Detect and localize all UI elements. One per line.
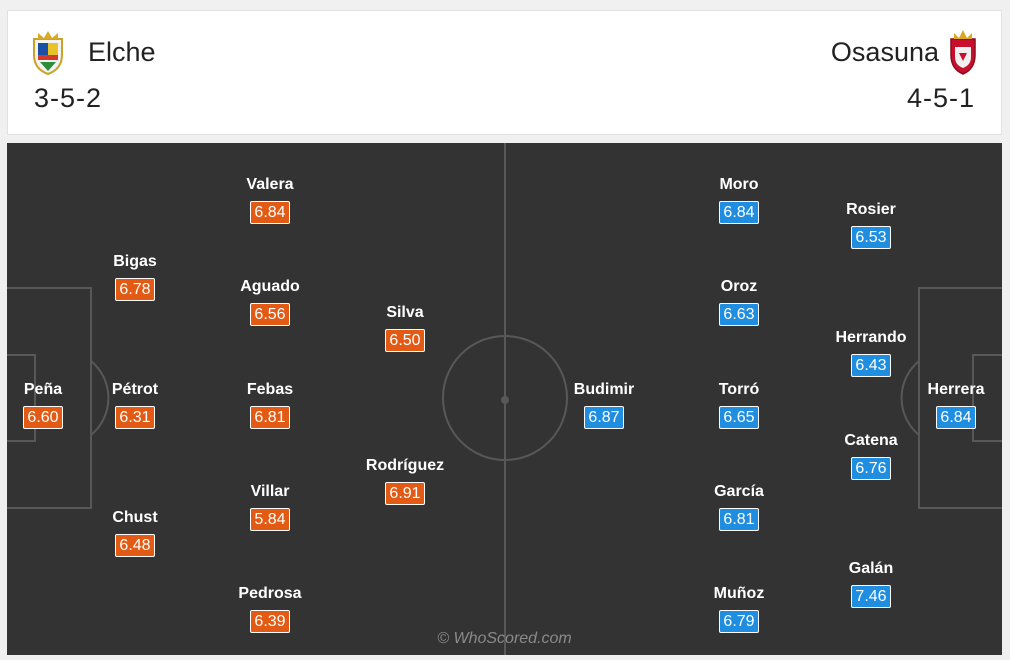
player-name: Pedrosa (238, 585, 302, 602)
player-name: Torró (718, 381, 760, 398)
home-player-petrot[interactable]: Pétrot 6.31 (80, 380, 190, 429)
player-name: García (714, 483, 764, 500)
player-name: Bigas (113, 253, 157, 270)
home-formation: 3-5-2 (34, 83, 103, 113)
player-rating: 6.84 (936, 406, 976, 429)
home-player-febas[interactable]: Febas 6.81 (215, 380, 325, 429)
home-player-villar[interactable]: Villar 5.84 (215, 482, 325, 531)
player-name: Galán (848, 560, 894, 577)
away-team-name[interactable]: Osasuna (830, 37, 939, 67)
player-name: Budimir (573, 381, 635, 398)
player-name: Aguado (240, 278, 300, 295)
away-player-herrando[interactable]: Herrando 6.43 (816, 328, 926, 377)
home-player-aguado[interactable]: Aguado 6.56 (215, 277, 325, 326)
player-rating: 6.87 (584, 406, 624, 429)
player-rating: 6.81 (250, 406, 290, 429)
home-player-rodriguez[interactable]: Rodríguez 6.91 (350, 456, 460, 505)
player-name: Chust (112, 509, 158, 526)
away-player-budimir[interactable]: Budimir 6.87 (549, 380, 659, 429)
player-rating: 6.39 (250, 610, 290, 633)
player-rating: 6.43 (851, 354, 891, 377)
home-player-silva[interactable]: Silva 6.50 (350, 303, 460, 352)
player-name: Valera (246, 176, 294, 193)
player-name: Rosier (846, 201, 896, 218)
player-rating: 6.84 (250, 201, 290, 224)
away-player-torro[interactable]: Torró 6.65 (684, 380, 794, 429)
player-rating: 5.84 (250, 508, 290, 531)
player-name: Villar (250, 483, 290, 500)
home-team-name[interactable]: Elche (88, 37, 156, 67)
player-rating: 6.31 (115, 406, 155, 429)
away-player-munoz[interactable]: Muñoz 6.79 (684, 584, 794, 633)
player-rating: 6.50 (385, 329, 425, 352)
player-name: Catena (844, 432, 898, 449)
player-rating: 7.46 (851, 585, 891, 608)
player-name: Muñoz (713, 585, 765, 602)
whoscored-watermark: © WhoScored.com (437, 630, 572, 647)
player-name: Herrera (927, 381, 985, 398)
player-name: Rodríguez (365, 457, 445, 474)
osasuna-crest-icon (950, 30, 976, 75)
away-player-garcia[interactable]: García 6.81 (684, 482, 794, 531)
away-player-herrera[interactable]: Herrera 6.84 (901, 380, 1002, 429)
player-rating: 6.91 (385, 482, 425, 505)
away-player-oroz[interactable]: Oroz 6.63 (684, 277, 794, 326)
home-player-bigas[interactable]: Bigas 6.78 (80, 252, 190, 301)
player-name: Oroz (720, 278, 758, 295)
home-player-valera[interactable]: Valera 6.84 (215, 175, 325, 224)
away-player-rosier[interactable]: Rosier 6.53 (816, 200, 926, 249)
player-rating: 6.60 (23, 406, 63, 429)
away-player-moro[interactable]: Moro 6.84 (684, 175, 794, 224)
pitch: Peña 6.60 Bigas 6.78 Pétrot 6.31 Chust 6… (7, 143, 1002, 655)
player-rating: 6.81 (719, 508, 759, 531)
player-rating: 6.84 (719, 201, 759, 224)
player-name: Herrando (835, 329, 907, 346)
player-rating: 6.48 (115, 534, 155, 557)
player-rating: 6.56 (250, 303, 290, 326)
elche-crest-icon (33, 31, 63, 75)
player-rating: 6.76 (851, 457, 891, 480)
home-player-chust[interactable]: Chust 6.48 (80, 508, 190, 557)
player-rating: 6.65 (719, 406, 759, 429)
player-rating: 6.79 (719, 610, 759, 633)
home-player-pedrosa[interactable]: Pedrosa 6.39 (215, 584, 325, 633)
player-name: Febas (246, 381, 294, 398)
player-name: Moro (719, 176, 759, 193)
match-header: Elche 3-5-2 Osasuna 4-5-1 (7, 10, 1002, 135)
away-formation: 4-5-1 (906, 83, 975, 113)
player-rating: 6.63 (719, 303, 759, 326)
away-player-galan[interactable]: Galán 7.46 (816, 559, 926, 608)
player-rating: 6.53 (851, 226, 891, 249)
player-rating: 6.78 (115, 278, 155, 301)
player-name: Peña (23, 381, 63, 398)
home-player-pena[interactable]: Peña 6.60 (7, 380, 98, 429)
player-name: Silva (386, 304, 424, 321)
player-name: Pétrot (111, 381, 159, 398)
away-player-catena[interactable]: Catena 6.76 (816, 431, 926, 480)
pitch-lines (7, 143, 1002, 655)
